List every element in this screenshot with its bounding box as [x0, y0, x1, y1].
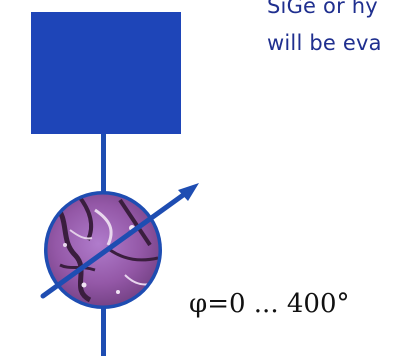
- diagonal-arrow-icon: [40, 183, 199, 299]
- beam-line-bottom: [101, 304, 106, 356]
- caption-line-1: SiGe or hy: [267, 0, 378, 18]
- instrument-block: [31, 12, 181, 134]
- beam-line-top: [101, 134, 106, 196]
- caption-line-2: will be eva: [267, 31, 382, 55]
- phase-range-label: φ=0 ... 400°: [189, 289, 350, 319]
